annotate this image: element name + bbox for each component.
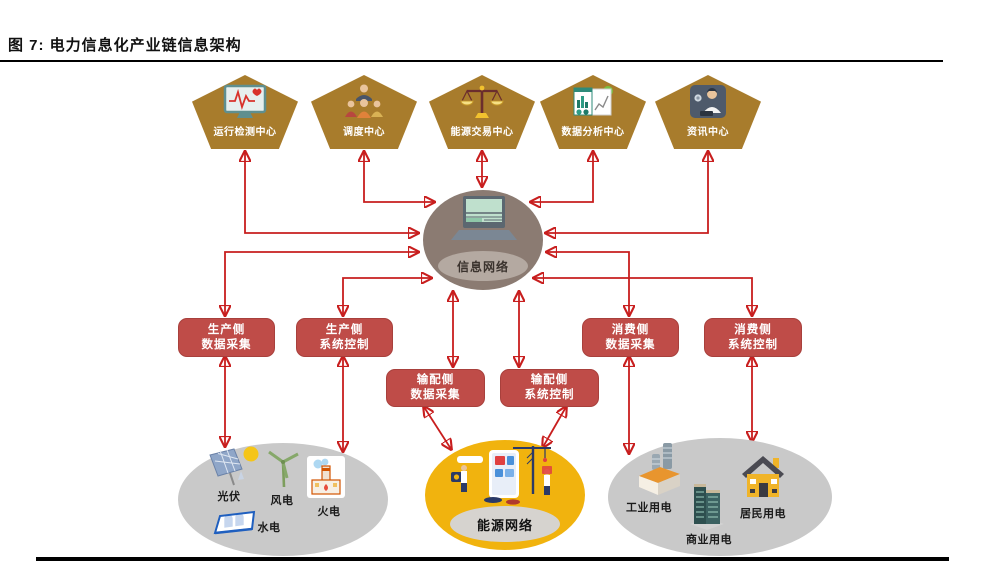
box-line2: 数据采集 — [201, 338, 252, 351]
laptop-icon — [451, 196, 517, 240]
box-line1: 生产侧 — [325, 323, 364, 336]
hub-label: 信息网络 — [456, 259, 509, 274]
consumption-side-ellipse: 工业用电 商业用电 居 — [608, 438, 832, 556]
arrow-analysis-hub — [531, 152, 593, 202]
box-line2: 系统控制 — [319, 338, 370, 351]
hub-label-ellipse: 信息网络 — [438, 251, 528, 281]
box-line2: 数据采集 — [410, 389, 461, 401]
information-network-hub: 信息网络 — [423, 190, 543, 290]
solar-panel-icon — [209, 446, 259, 486]
box-line2: 系统控制 — [524, 389, 575, 401]
badge-label: 数据分析中心 — [561, 127, 625, 138]
arrow-cons-data-hub — [547, 252, 629, 315]
badge-label: 资讯中心 — [687, 127, 729, 138]
box-line1: 消费侧 — [734, 323, 772, 336]
box-transmission-data-collection: 输配侧 数据采集 — [386, 369, 485, 407]
energy-network-label-ellipse: 能源网络 — [450, 506, 560, 542]
box-line1: 输配侧 — [416, 374, 455, 387]
office-tower-icon — [690, 484, 724, 530]
dispatch-team-icon — [345, 84, 383, 118]
house-icon — [742, 456, 784, 497]
arrow-trans-data-energy — [424, 407, 451, 449]
energy-network-label: 能源网络 — [476, 517, 533, 533]
box-consumption-data-collection: 消费侧 数据采集 — [582, 318, 679, 357]
box-line1: 消费侧 — [611, 323, 650, 336]
balance-scale-icon — [460, 85, 504, 118]
construction-illustration — [451, 446, 552, 505]
arrow-dispatch-hub — [364, 152, 434, 202]
badge-label: 运行检测中心 — [213, 127, 277, 138]
arrow-ops-center-hub — [245, 152, 418, 233]
box-line2: 系统控制 — [728, 338, 778, 351]
monitor-heartbeat-icon — [223, 84, 267, 118]
box-line1: 输配侧 — [530, 374, 569, 387]
arrow-trans-ctrl-energy — [543, 407, 566, 447]
generation-item-label: 风电 — [270, 495, 294, 507]
box-production-system-control: 生产侧 系统控制 — [296, 318, 393, 357]
box-consumption-system-control: 消费侧 系统控制 — [704, 318, 802, 357]
thermal-plant-icon — [307, 456, 345, 498]
bottom-rule — [36, 557, 949, 561]
industrial-factory-icon — [639, 443, 680, 495]
title-rule — [0, 60, 943, 62]
box-line1: 生产侧 — [207, 323, 246, 336]
wind-turbine-icon — [268, 450, 299, 488]
arrow-info-hub — [546, 152, 708, 233]
box-transmission-system-control: 输配侧 系统控制 — [500, 369, 599, 407]
generation-item-label: 火电 — [317, 506, 341, 518]
badge-label: 调度中心 — [343, 127, 385, 138]
box-line2: 数据采集 — [605, 338, 656, 351]
badge-label: 能源交易中心 — [450, 127, 514, 138]
consumption-item-label: 工业用电 — [626, 502, 672, 514]
bar-chart-report-icon — [573, 86, 613, 116]
energy-network-ellipse: 能源网络 — [425, 440, 585, 550]
news-desk-icon — [690, 85, 726, 118]
arrow-prod-ctrl-hub — [343, 278, 431, 315]
box-production-data-collection: 生产侧 数据采集 — [178, 318, 275, 357]
generation-side-ellipse: 光伏 风电 火电 水电 — [178, 443, 388, 556]
hydro-dam-icon — [213, 510, 256, 535]
arrow-cons-ctrl-hub — [534, 278, 752, 315]
generation-item-label: 水电 — [257, 522, 281, 534]
consumption-item-label: 商业用电 — [686, 534, 732, 546]
consumption-item-label: 居民用电 — [740, 508, 786, 520]
figure-title: 图 7: 电力信息化产业链信息架构 — [8, 37, 242, 54]
generation-item-label: 光伏 — [217, 491, 241, 503]
arrow-prod-data-hub — [225, 252, 418, 315]
